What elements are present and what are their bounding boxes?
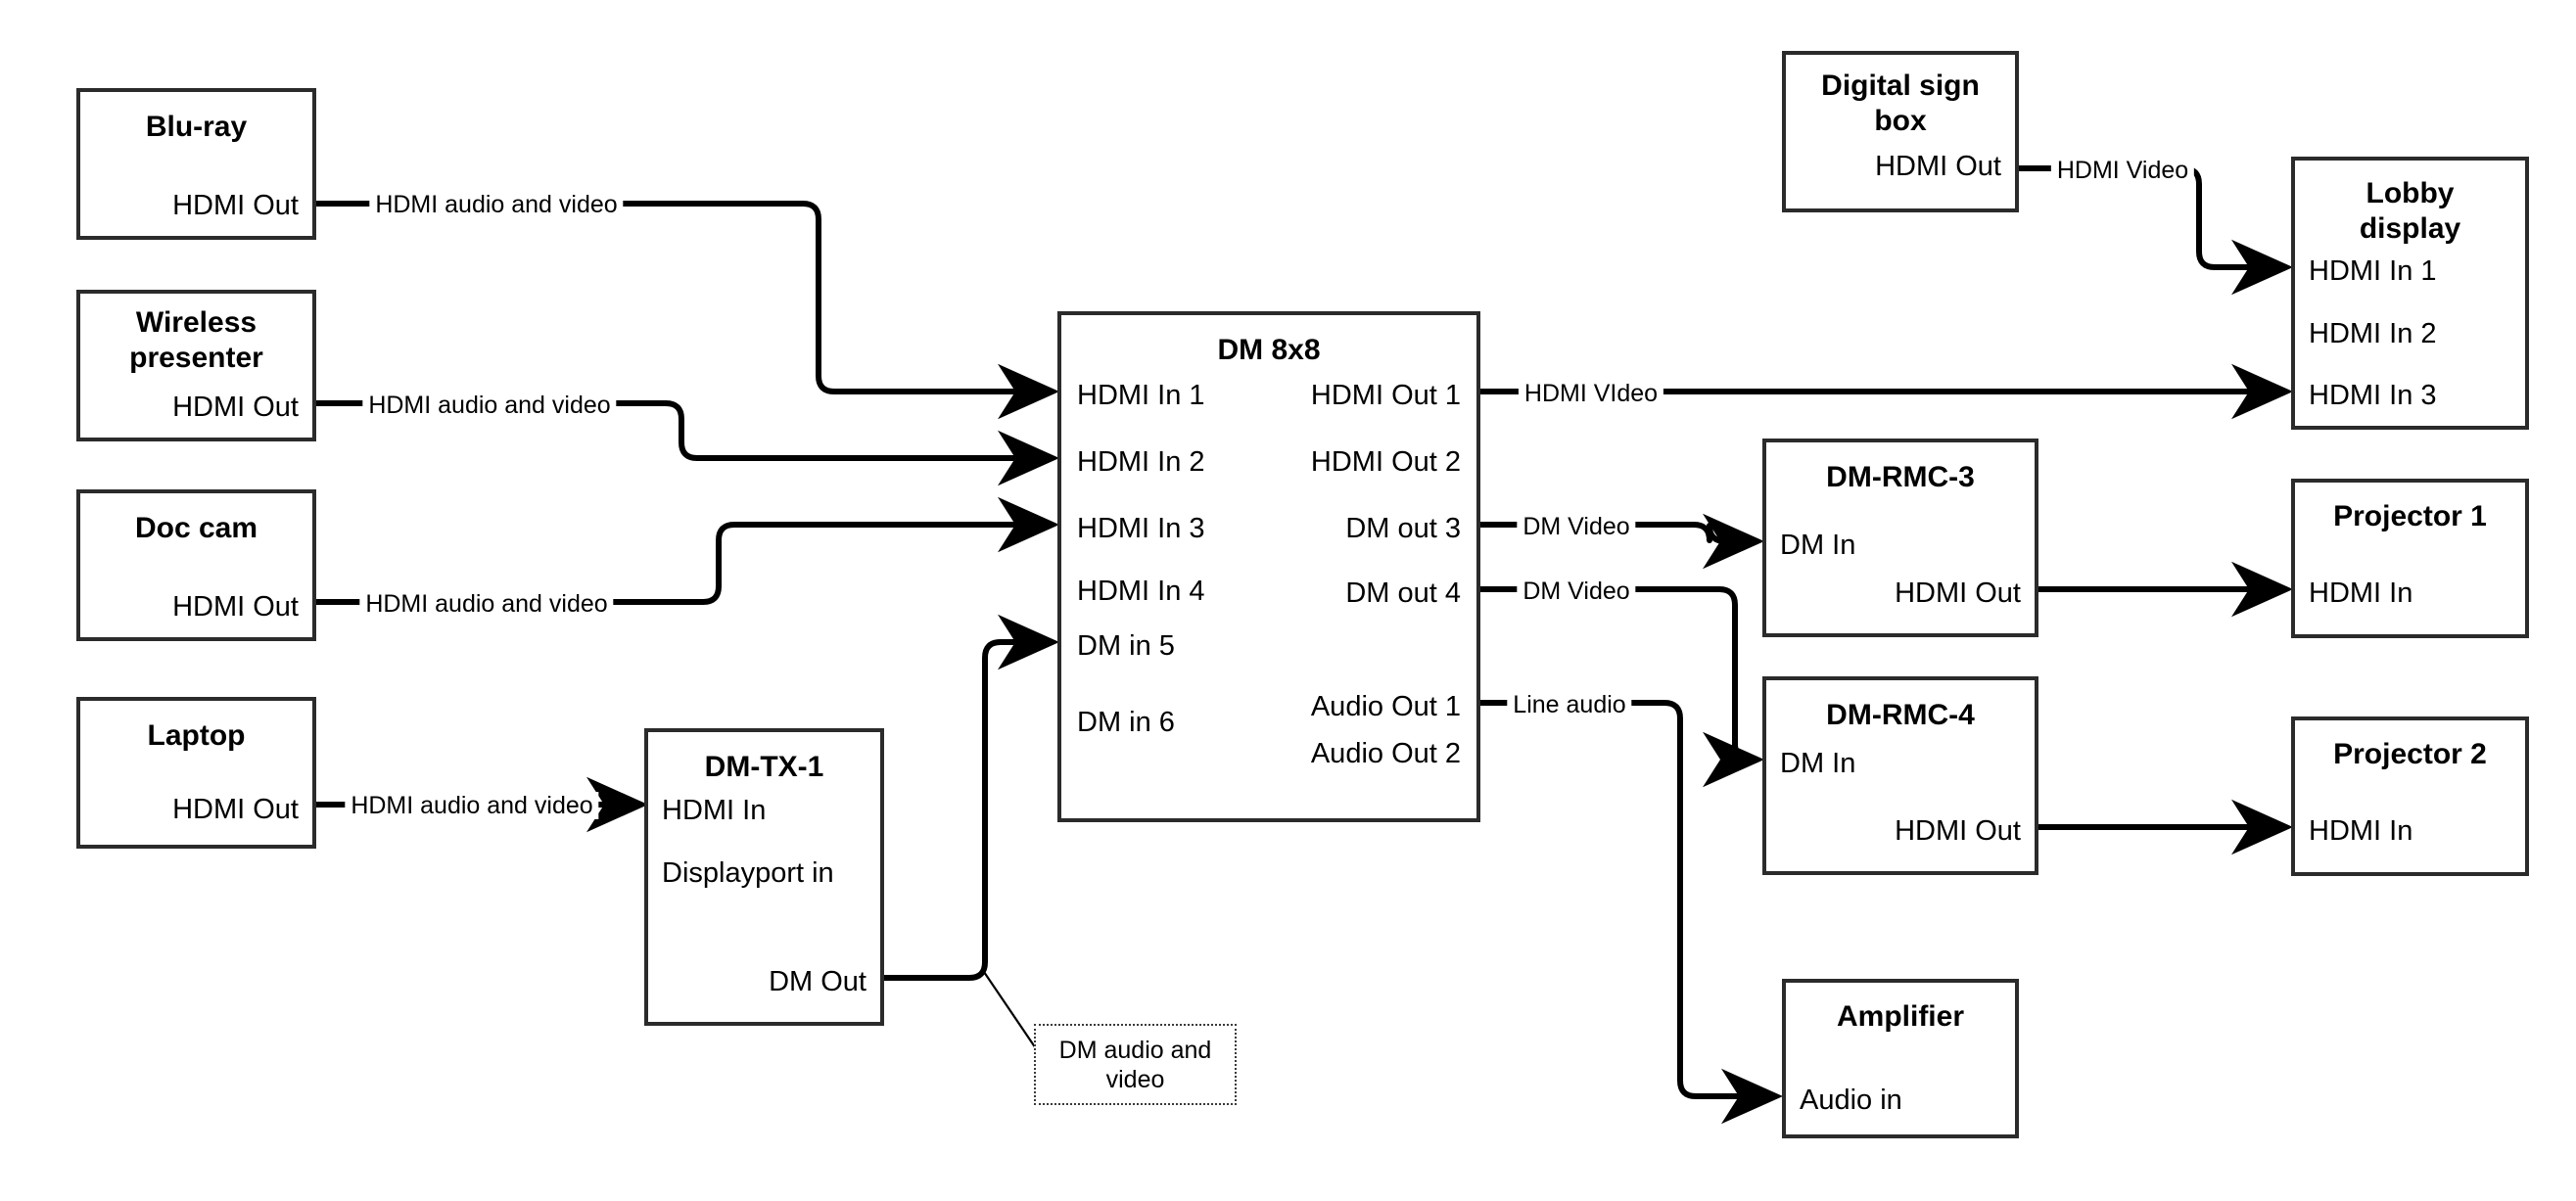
port-dm-8x8-hdmi-out-2[interactable]: HDMI Out 2 — [1310, 446, 1461, 478]
port-lobby-display-hdmi-in-3[interactable]: HDMI In 3 — [2309, 380, 2437, 411]
port-dm-rmc-4-hdmi-out[interactable]: HDMI Out — [1895, 815, 2021, 847]
node-title-lobby-display: Lobby display — [2359, 177, 2461, 245]
node-title-blu-ray: Blu-ray — [145, 111, 248, 143]
node-projector-2[interactable]: Projector 2 HDMI In — [2291, 716, 2529, 876]
port-dm-8x8-hdmi-out-1[interactable]: HDMI Out 1 — [1310, 380, 1461, 411]
edge-label-laptop-to-tx: HDMI audio and video — [345, 792, 599, 819]
node-lobby-display[interactable]: Lobby display HDMI In 1 HDMI In 2 HDMI I… — [2291, 157, 2529, 430]
node-title-dm-rmc-3: DM-RMC-3 — [1826, 461, 1975, 493]
port-dm-8x8-dm-out-3[interactable]: DM out 3 — [1345, 513, 1461, 544]
port-dm-8x8-dm-in-5[interactable]: DM in 5 — [1077, 630, 1175, 662]
wire-dm-dmout4-to-rmc4 — [1480, 586, 1764, 788]
port-doc-cam-hdmi-out[interactable]: HDMI Out — [172, 591, 299, 623]
port-dm-8x8-audio-out-2[interactable]: Audio Out 2 — [1310, 738, 1461, 769]
node-title-dm-rmc-4: DM-RMC-4 — [1826, 699, 1975, 731]
port-dm-rmc-3-dm-in[interactable]: DM In — [1780, 530, 1856, 561]
port-dm-8x8-hdmi-in-3[interactable]: HDMI In 3 — [1077, 513, 1205, 544]
port-dm-rmc-3-hdmi-out[interactable]: HDMI Out — [1895, 577, 2021, 609]
port-dm-8x8-hdmi-in-2[interactable]: HDMI In 2 — [1077, 446, 1205, 478]
edge-label-doccam-to-dm: HDMI audio and video — [359, 590, 614, 618]
node-title-projector-2: Projector 2 — [2333, 738, 2487, 770]
node-doc-cam[interactable]: Doc cam HDMI Out — [76, 489, 316, 641]
node-title-laptop: Laptop — [147, 719, 246, 752]
node-dm-8x8[interactable]: DM 8x8 HDMI In 1 HDMI In 2 HDMI In 3 HDM… — [1057, 311, 1480, 822]
edge-label-dmout4-to-rmc4: DM Video — [1517, 577, 1636, 605]
node-dm-tx-1[interactable]: DM-TX-1 HDMI In Displayport in DM Out — [644, 728, 884, 1026]
port-dm-tx-1-dm-out[interactable]: DM Out — [769, 966, 866, 997]
node-dm-rmc-4[interactable]: DM-RMC-4 DM In HDMI Out — [1762, 676, 2038, 875]
node-blu-ray[interactable]: Blu-ray HDMI Out — [76, 88, 316, 240]
port-dm-tx-1-hdmi-in[interactable]: HDMI In — [662, 795, 767, 826]
node-title-dm-8x8: DM 8x8 — [1217, 334, 1321, 366]
edge-label-wireless-to-dm: HDMI audio and video — [362, 392, 617, 419]
port-dm-8x8-audio-out-1[interactable]: Audio Out 1 — [1310, 691, 1461, 722]
port-dm-8x8-dm-in-6[interactable]: DM in 6 — [1077, 707, 1175, 738]
note-dm-audio-and-video: DM audio and video — [1034, 1024, 1237, 1105]
port-wireless-presenter-hdmi-out[interactable]: HDMI Out — [172, 392, 299, 423]
edge-label-bluray-to-dm: HDMI audio and video — [369, 191, 624, 218]
node-title-digital-sign-box: Digital sign box — [1821, 69, 1980, 137]
port-digital-sign-box-hdmi-out[interactable]: HDMI Out — [1875, 151, 2001, 182]
port-laptop-hdmi-out[interactable]: HDMI Out — [172, 794, 299, 825]
port-dm-8x8-dm-out-4[interactable]: DM out 4 — [1345, 577, 1461, 609]
wire-tx-dmout-to-dm-in-5 — [883, 614, 1059, 981]
node-title-dm-tx-1: DM-TX-1 — [704, 751, 824, 783]
node-digital-sign-box[interactable]: Digital sign box HDMI Out — [1782, 51, 2019, 212]
port-dm-rmc-4-dm-in[interactable]: DM In — [1780, 748, 1856, 779]
port-blu-ray-hdmi-out[interactable]: HDMI Out — [172, 190, 299, 221]
node-title-wireless-presenter: Wireless presenter — [129, 306, 263, 374]
port-projector-2-hdmi-in[interactable]: HDMI In — [2309, 815, 2413, 847]
node-projector-1[interactable]: Projector 1 HDMI In — [2291, 479, 2529, 638]
edge-label-audioout1-to-amp: Line audio — [1507, 691, 1632, 718]
port-dm-8x8-hdmi-in-4[interactable]: HDMI In 4 — [1077, 576, 1205, 607]
node-amplifier[interactable]: Amplifier Audio in — [1782, 979, 2019, 1138]
node-wireless-presenter[interactable]: Wireless presenter HDMI Out — [76, 290, 316, 441]
port-dm-8x8-hdmi-in-1[interactable]: HDMI In 1 — [1077, 380, 1205, 411]
edge-label-sign-to-lobby: HDMI Video — [2050, 157, 2195, 184]
port-lobby-display-hdmi-in-1[interactable]: HDMI In 1 — [2309, 255, 2437, 287]
wire-bluray-to-dm-hdmi-in-1 — [315, 201, 1059, 420]
edge-label-dmout3-to-rmc3: DM Video — [1517, 513, 1636, 540]
port-lobby-display-hdmi-in-2[interactable]: HDMI In 2 — [2309, 318, 2437, 349]
edge-label-hdmiout1-to-lobby: HDMI VIdeo — [1518, 380, 1664, 407]
wire-dm-audioout1-to-amplifier — [1480, 700, 1783, 1125]
node-title-doc-cam: Doc cam — [134, 512, 258, 544]
node-dm-rmc-3[interactable]: DM-RMC-3 DM In HDMI Out — [1762, 439, 2038, 637]
port-projector-1-hdmi-in[interactable]: HDMI In — [2309, 577, 2413, 609]
port-dm-tx-1-displayport-in[interactable]: Displayport in — [662, 857, 834, 889]
node-title-projector-1: Projector 1 — [2333, 500, 2487, 532]
port-amplifier-audio-in[interactable]: Audio in — [1800, 1085, 1902, 1116]
node-laptop[interactable]: Laptop HDMI Out — [76, 697, 316, 849]
node-title-amplifier: Amplifier — [1836, 1000, 1965, 1033]
